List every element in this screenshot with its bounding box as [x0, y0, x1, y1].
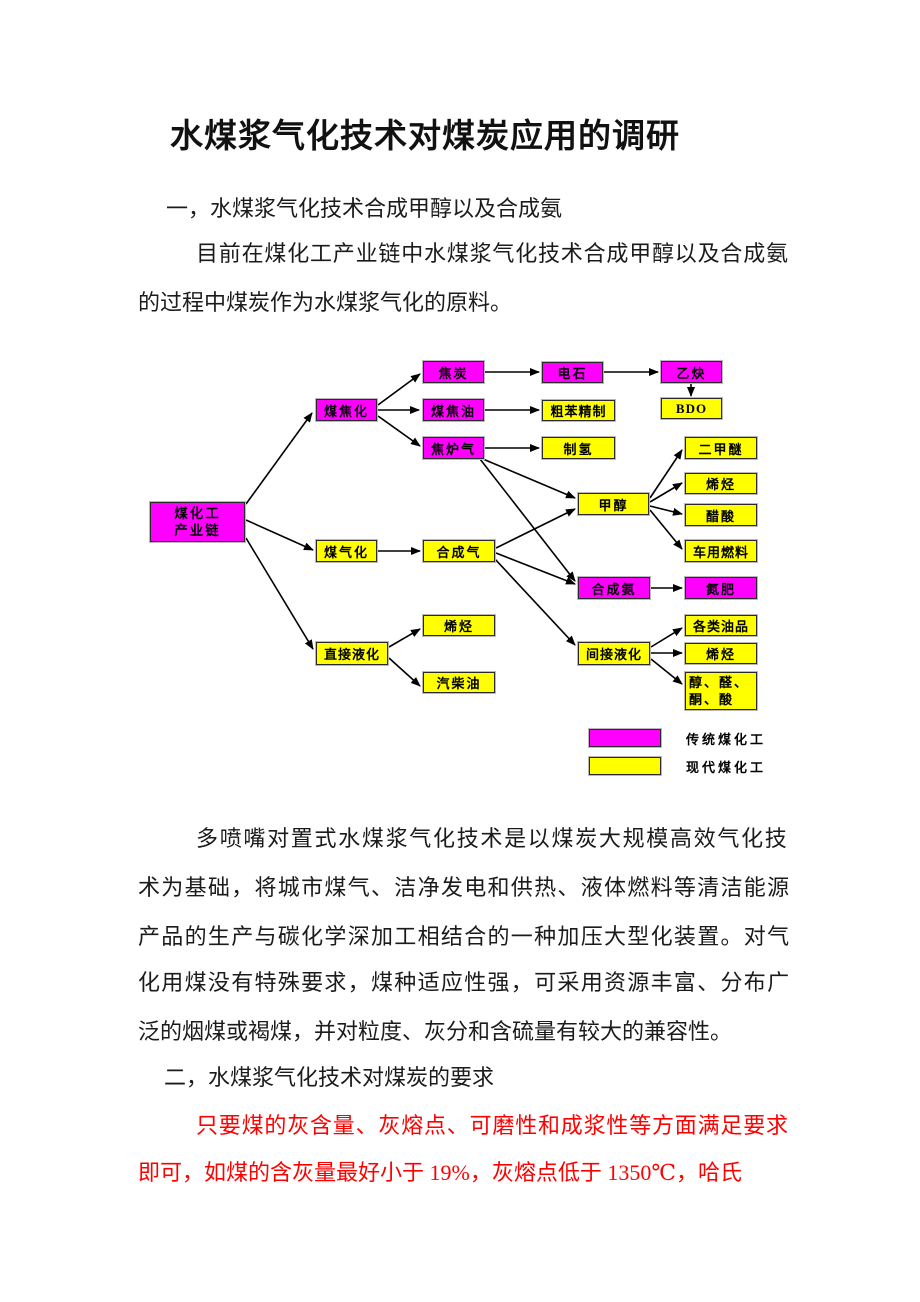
node-coal-chemical-chain: 煤化工 产业链 — [149, 501, 246, 543]
node-carbide: 电石 — [541, 361, 604, 384]
arrow-root-to-gasification — [245, 519, 314, 551]
arrow-directliq-to-gasdiesel — [388, 657, 421, 687]
node-nitrogen-fertilizer: 氮肥 — [684, 576, 758, 600]
legend-traditional-swatch — [588, 728, 662, 748]
node-olefin-from-direct: 烯烃 — [422, 614, 496, 637]
node-direct-liquefaction: 直接液化 — [315, 641, 389, 666]
node-coke-oven-gas: 焦炉气 — [422, 436, 485, 460]
node-syn-ammonia: 合成氨 — [577, 576, 651, 600]
node-syngas: 合成气 — [422, 539, 496, 563]
arrow-root-to-coking — [245, 412, 313, 505]
para2-line5: 泛的烟煤或褐煤，并对粒度、灰分和含硫量有较大的兼容性。 — [138, 1019, 733, 1044]
node-acetylene: 乙炔 — [660, 360, 723, 384]
arrow-coking-to-coke — [377, 373, 421, 406]
node-gasification: 煤气化 — [315, 539, 378, 563]
arrow-methanol-to-vehiclefuel — [649, 509, 683, 550]
node-coal-chemical-chain-line1: 煤化工 — [174, 506, 221, 521]
section1-heading: 一，水煤浆气化技术合成甲醇以及合成氨 — [166, 196, 563, 221]
node-alcohol-aldehyde-ketone-acid: 醇、醛、 酮、酸 — [684, 671, 758, 711]
node-coal-tar: 煤焦油 — [422, 398, 485, 422]
node-olefin-from-methanol: 烯烃 — [684, 472, 758, 495]
arrow-indirectliq-to-oils — [650, 627, 683, 648]
node-alde-line2: 酮、酸 — [689, 692, 735, 707]
node-methanol: 甲醇 — [577, 492, 650, 516]
node-coke: 焦炭 — [422, 360, 485, 384]
arrow-indirectliq-to-alde — [650, 658, 683, 685]
para2-line2: 术为基础，将城市煤气、洁净发电和供热、液体燃料等清洁能源 — [138, 875, 791, 900]
red-text-line1: 只要煤的灰含量、灰熔点、可磨性和成浆性等方面满足要求 — [196, 1113, 789, 1138]
arrow-coking-to-cokeovengas — [377, 415, 421, 447]
arrow-syngas-to-indirectliq — [493, 557, 576, 646]
red-text-line2: 即可，如煤的含灰量最好小于 19%，灰熔点低于 1350℃，哈氏 — [138, 1160, 742, 1185]
node-coking: 煤焦化 — [315, 398, 378, 422]
legend-traditional-label: 传统煤化工 — [686, 731, 767, 747]
arrow-cokeovengas-to-synammonia — [479, 458, 576, 582]
para2-line4: 化用煤没有特殊要求，煤种适应性强，可采用资源丰富、分布广 — [138, 970, 791, 995]
arrow-syngas-to-methanol — [495, 508, 576, 549]
arrow-methanol-to-dme — [649, 449, 683, 499]
node-alde-line1: 醇、醛、 — [689, 675, 750, 690]
section2-heading: 二，水煤浆气化技术对煤炭的要求 — [164, 1065, 495, 1090]
arrow-root-to-direct-liq — [245, 537, 314, 650]
node-acetic-acid: 醋酸 — [684, 503, 758, 527]
node-crude-benzene: 粗苯精制 — [541, 399, 616, 422]
arrow-directliq-to-olefin — [388, 628, 421, 648]
node-vehicle-fuel: 车用燃料 — [684, 539, 758, 563]
node-various-oils: 各类油品 — [684, 614, 758, 637]
node-indirect-liquefaction: 间接液化 — [577, 641, 651, 666]
para1-line2: 的过程中煤炭作为水煤浆气化的原料。 — [138, 290, 513, 315]
arrow-methanol-to-acetic — [649, 505, 683, 516]
node-dme: 二甲醚 — [684, 436, 758, 460]
node-olefin-from-indirect: 烯烃 — [684, 642, 758, 665]
node-hydrogen: 制氢 — [541, 436, 616, 460]
legend-modern-label: 现代煤化工 — [686, 759, 767, 775]
node-coal-chemical-chain-line2: 产业链 — [174, 523, 221, 538]
para2-line3: 产品的生产与碳化学深加工相结合的一种加压大型化装置。对气 — [138, 924, 791, 949]
node-gas-diesel: 汽柴油 — [422, 671, 496, 694]
node-bdo: BDO — [660, 397, 723, 420]
arrow-syngas-to-synammonia — [495, 552, 576, 585]
arrow-cokeovengas-to-methanol — [482, 458, 576, 499]
legend-modern-swatch — [588, 756, 662, 776]
para2-line1: 多喷嘴对置式水煤浆气化技术是以煤炭大规模高效气化技 — [196, 826, 789, 851]
arrow-methanol-to-olefin — [649, 482, 683, 503]
page-title: 水煤浆气化技术对煤炭应用的调研 — [170, 119, 680, 155]
para1-line1: 目前在煤化工产业链中水煤浆气化技术合成甲醇以及合成氨 — [196, 241, 789, 266]
